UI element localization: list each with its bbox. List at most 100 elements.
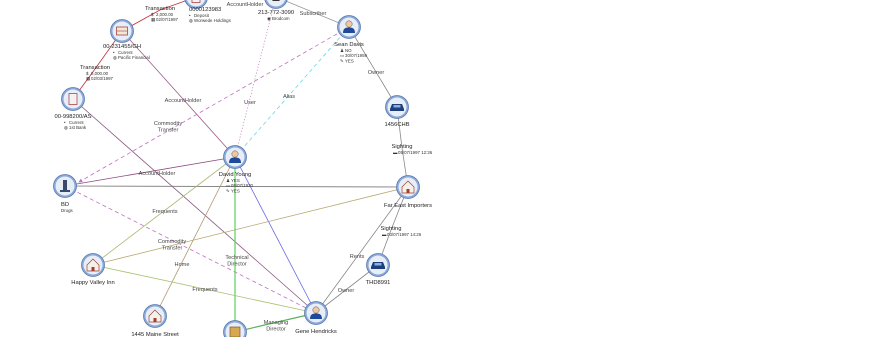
node-icon-group [390, 104, 404, 111]
node-sean[interactable]: Sean Davis♟NO▭30/07/1959✎YES [334, 15, 368, 64]
building-icon [401, 180, 415, 194]
node-detail: Deposit [194, 13, 210, 18]
node-detail: Worwede Holdings [194, 18, 232, 23]
person-body-icon [229, 157, 241, 163]
edge-n_david-n_gene [234, 156, 317, 314]
edge-label: AccountHolder [227, 2, 264, 8]
node-detail: YES [231, 188, 240, 193]
edge-n_phone-n_sean [282, 0, 350, 28]
node-label: Far East Importers [384, 203, 432, 209]
edge-label: AccountHolder [165, 98, 202, 104]
node-label: 00-998200/AS [54, 114, 91, 120]
car-window-icon [393, 105, 401, 108]
detail-icon: $ [151, 12, 154, 17]
edge-label: Rents [350, 254, 365, 260]
node-label: 1456CHB [384, 122, 409, 128]
person-body-icon [343, 27, 355, 33]
node-car1[interactable]: 1456CHB [384, 95, 410, 129]
node-sighting1[interactable]: Sighting▬05/07/1997 12:36 [392, 144, 433, 155]
detail-icon: ▦ [151, 17, 155, 22]
node-detail: Pacific Financial [118, 55, 150, 60]
node-transaction2[interactable]: Transaction$8,000.00▦02/03/1997 [80, 65, 114, 81]
node-company[interactable] [223, 320, 247, 337]
detail-icon: • [113, 50, 115, 55]
node-transaction1[interactable]: Transaction$2,000.00▦02/07/1997 [145, 6, 179, 22]
edges-layer [64, 0, 409, 333]
node-label: Transaction [145, 6, 175, 12]
node-icon-group [310, 306, 322, 319]
detail-icon: ✎ [340, 58, 344, 63]
edge-n_gene-n_fareast [315, 186, 409, 314]
node-car2[interactable]: THD8991 [366, 253, 391, 287]
node-label: Transaction [80, 65, 110, 71]
node-happy[interactable]: Happy Valley Inn [71, 253, 115, 287]
node-icon-group [401, 180, 415, 194]
node-david[interactable]: David Young♟YES▭08/07/1930✎YES [219, 145, 254, 194]
person-head-icon [312, 306, 320, 314]
detail-icon: ◍ [113, 55, 117, 60]
node-icon-group [60, 180, 70, 192]
edge-n_phone-n_david [234, 0, 276, 158]
node-detail: Drugs [61, 208, 74, 213]
node-detail: 08/07/1930 [231, 183, 254, 188]
node-maine[interactable]: 1445 Maine Street [131, 304, 179, 337]
node-detail: 02/03/1997 [91, 76, 114, 81]
edge-n_happy-n_gene [92, 264, 317, 314]
edge-n_sean-n_david [234, 26, 350, 158]
edge-n_account2-n_gene [72, 98, 317, 314]
node-icon-group [148, 309, 162, 323]
detail-icon: • [189, 13, 191, 18]
detail-icon: ▬ [393, 150, 398, 155]
node-detail: 2,000.00 [156, 12, 174, 17]
node-detail: YES [345, 58, 354, 63]
node-phone[interactable]: 213-772-3090◉Brodcom [258, 0, 294, 21]
node-label: David Young [219, 172, 252, 178]
node-account2[interactable]: 00-998200/AS•Current◍1st Bank [54, 87, 92, 131]
node-fareast[interactable]: Far East Importers [384, 175, 432, 210]
detail-icon: ▦ [86, 76, 90, 81]
house-icon [148, 309, 162, 323]
node-detail: 30/07/1959 [345, 53, 368, 58]
node-label: 00-231455/GH [103, 44, 141, 50]
node-gene[interactable]: Gene Hendricks [295, 301, 337, 336]
detail-icon: ▭ [226, 183, 230, 188]
document-icon [191, 0, 201, 3]
detail-icon: ◍ [64, 125, 68, 130]
node-icon-group [371, 262, 385, 269]
car-window-icon [374, 263, 382, 266]
node-detail: Current [118, 50, 133, 55]
edge-n_car2-n_gene [315, 264, 379, 314]
edge-n_fareast-n_happy [92, 186, 409, 266]
gang-icon [60, 180, 70, 192]
person-head-icon [231, 150, 239, 158]
node-detail: 05/07/1997 12:36 [398, 150, 433, 155]
node-icon-group [191, 0, 201, 3]
node-label: THD8991 [366, 280, 391, 286]
node-label: 213-772-3090 [258, 10, 294, 16]
node-label: Sighting [381, 226, 402, 232]
node-top[interactable]: 0000123983•Deposit◍Worwede Holdings [184, 0, 232, 23]
node-sighting2[interactable]: Sighting▬03/07/1997 14:26 [381, 226, 422, 237]
edge-n_bd-n_gene [64, 185, 317, 314]
edge-label: Subscriber [300, 11, 327, 17]
node-account1[interactable]: 00-231455/GH•Current◍Pacific Financial [103, 19, 150, 61]
node-icon-group [343, 20, 355, 33]
detail-icon: ◉ [267, 16, 271, 21]
edge-n_account1-n_david [121, 30, 236, 158]
edge-n_david-n_happy [92, 156, 236, 266]
door-icon [153, 318, 157, 322]
node-detail: 02/07/1997 [156, 17, 179, 22]
edge-n_david-n_bd [64, 156, 236, 187]
edge-label: Alias [283, 94, 295, 100]
detail-icon: ♟ [340, 48, 344, 53]
edge-n_sean-n_car1 [348, 26, 398, 108]
node-label: 1445 Maine Street [131, 332, 179, 337]
node-detail: NO [345, 48, 352, 53]
node-icon-group [116, 26, 128, 36]
node-label: Gene Hendricks [295, 329, 337, 335]
